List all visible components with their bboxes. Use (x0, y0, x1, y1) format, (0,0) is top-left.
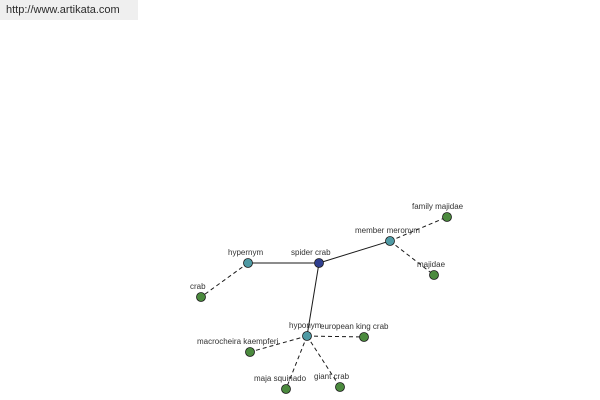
node-spider-crab[interactable] (314, 258, 324, 268)
node-label-european-king-crab[interactable]: european king crab (320, 322, 389, 331)
node-label-hypernym[interactable]: hypernym (228, 248, 263, 257)
node-giant-crab[interactable] (335, 382, 345, 392)
url-bar: http://www.artikata.com (0, 0, 138, 20)
graph-edges (200, 216, 448, 390)
node-label-hyponym[interactable]: hyponym (289, 321, 322, 330)
edge-spider-crab-to-member-meronym (318, 240, 391, 264)
node-label-spider-crab[interactable]: spider crab (291, 248, 331, 257)
node-label-member-meronym[interactable]: member meronym (355, 226, 420, 235)
edge-hypernym-to-crab (200, 262, 249, 298)
graph-nodes (196, 212, 452, 394)
graph-labels: spider crab hypernym member meronym hyponym… (190, 202, 464, 383)
node-maja-squinado[interactable] (281, 384, 291, 394)
edge-spider-crab-to-hyponym (306, 262, 320, 337)
node-label-maja-squinado[interactable]: maja squinado (254, 374, 307, 383)
node-label-giant-crab[interactable]: giant crab (314, 372, 350, 381)
edge-member-meronym-to-family-majidae (389, 216, 448, 242)
edge-hyponym-to-maja-squinado (285, 335, 308, 390)
edge-member-meronym-to-majidae (389, 240, 435, 276)
node-majidae[interactable] (429, 270, 439, 280)
node-family-majidae[interactable] (442, 212, 452, 222)
node-macrocheira-kaempferi[interactable] (245, 347, 255, 357)
node-european-king-crab[interactable] (359, 332, 369, 342)
site-url-link[interactable]: http://www.artikata.com (6, 4, 120, 16)
node-hyponym[interactable] (302, 331, 312, 341)
node-crab[interactable] (196, 292, 206, 302)
node-member-meronym[interactable] (385, 236, 395, 246)
edge-hyponym-to-european-king-crab (306, 335, 365, 338)
node-label-macrocheira-kaempferi[interactable]: macrocheira kaempferi (197, 337, 279, 346)
node-label-crab[interactable]: crab (190, 282, 206, 291)
edge-hyponym-to-macrocheira-kaempferi (249, 335, 308, 353)
node-hypernym[interactable] (243, 258, 253, 268)
edge-hyponym-to-giant-crab (306, 335, 341, 388)
node-label-majidae[interactable]: majidae (417, 260, 446, 269)
node-label-family-majidae[interactable]: family majidae (412, 202, 464, 211)
